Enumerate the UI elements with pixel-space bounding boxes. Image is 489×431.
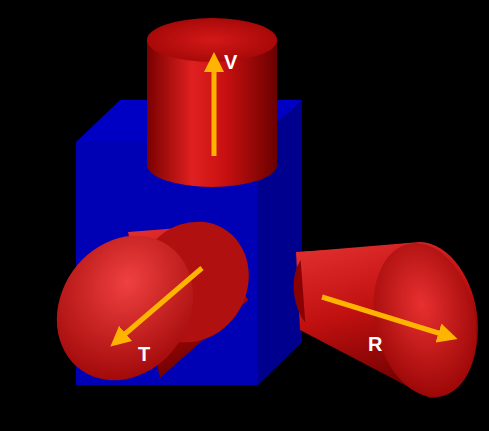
r-cylinder: [289, 233, 489, 406]
axis-label: T: [138, 344, 150, 364]
v-cylinder: [147, 18, 277, 187]
axis-label: V: [224, 52, 237, 72]
axis-label: R: [368, 334, 382, 354]
t-cylinder: [29, 201, 271, 407]
